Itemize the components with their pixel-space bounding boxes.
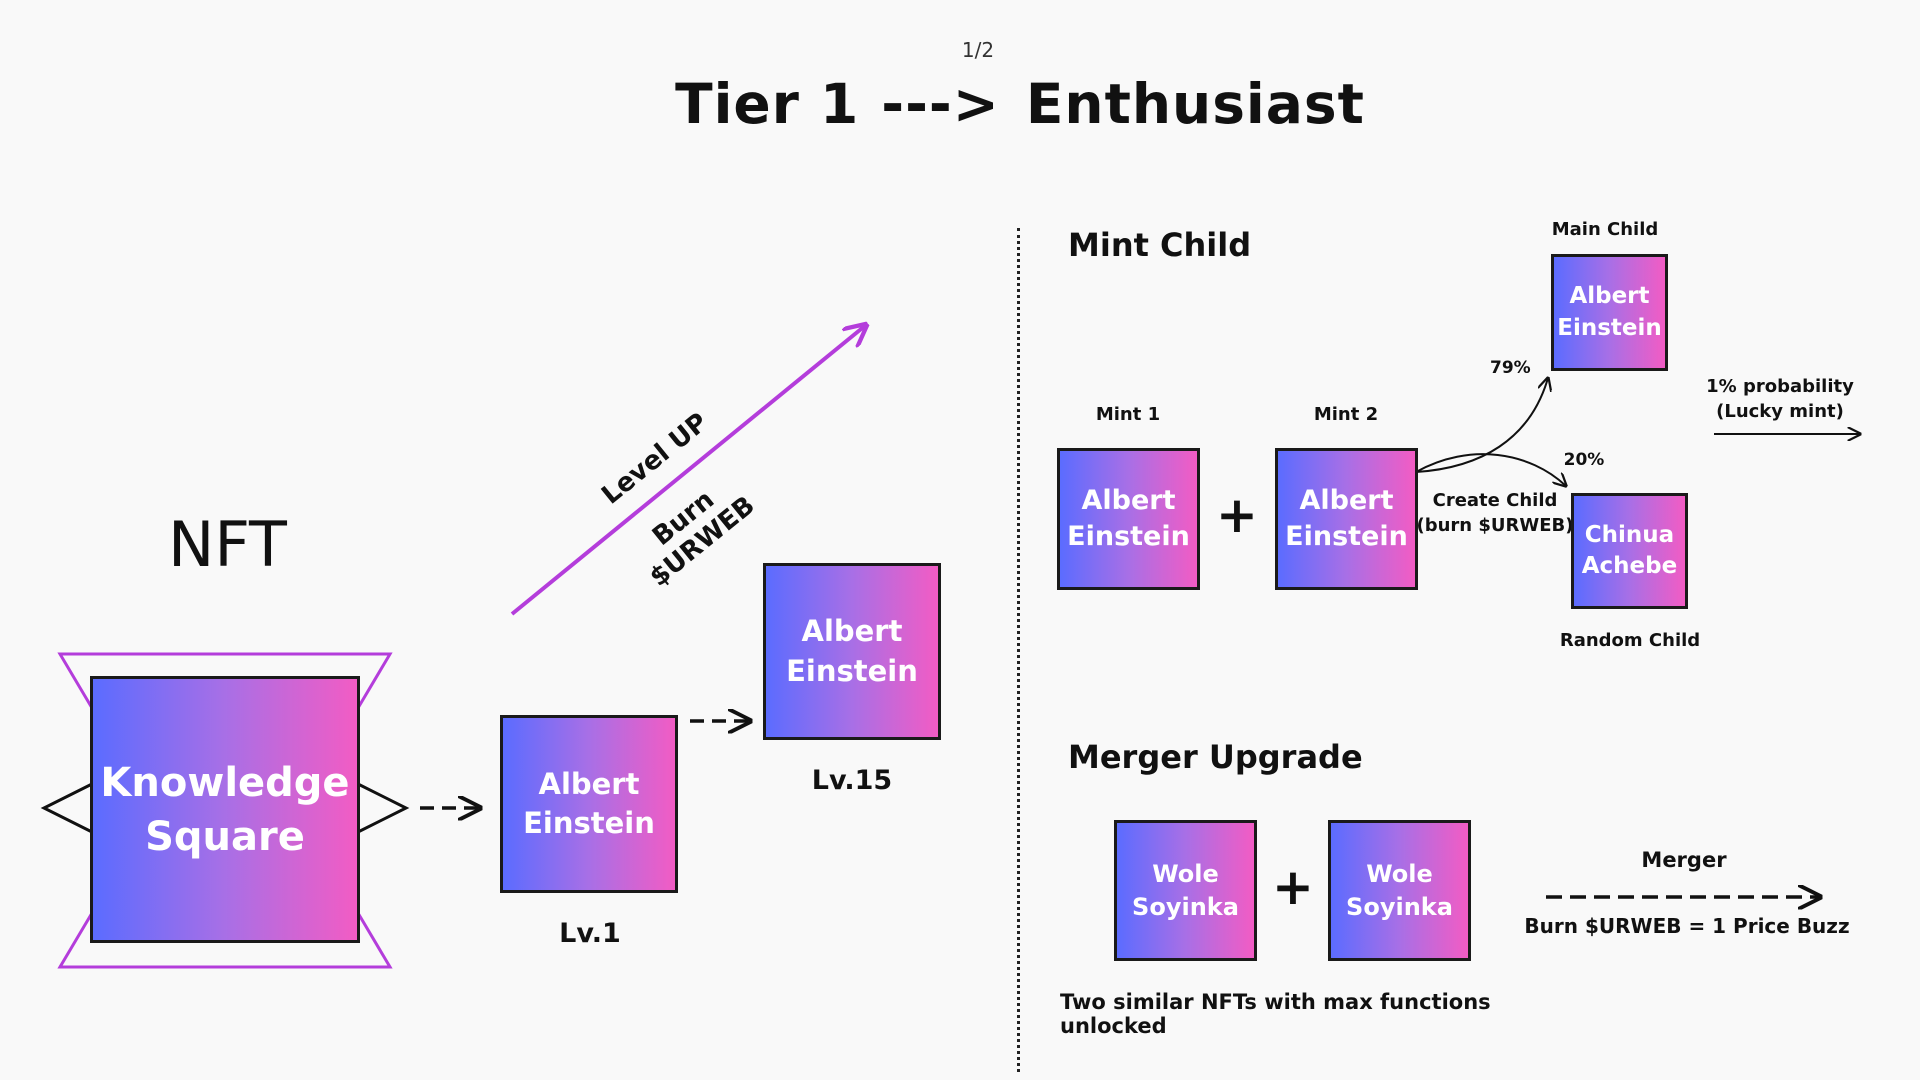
merger-burn-text: Burn $URWEB = 1 Price Buzz (1524, 914, 1850, 938)
box-line-1: Wole (1152, 860, 1219, 889)
merger-caption: Two similar NFTs with max functions unlo… (1060, 990, 1491, 1038)
lucky-line-2: (Lucky mint) (1716, 401, 1844, 423)
create-child-line-2: (burn $URWEB) (1416, 515, 1574, 537)
main-child-percent: 79% (1490, 358, 1531, 378)
box-line-2: Einstein (1067, 521, 1190, 552)
title-right: Enthusiast (1025, 72, 1365, 136)
merger-upgrade-title: Merger Upgrade (1068, 738, 1363, 776)
box-line-1: Knowledge (100, 759, 350, 806)
knowledge-frame (57, 652, 393, 969)
random-child-label: Random Child (1559, 630, 1701, 651)
curve-to-main-child (1415, 378, 1548, 473)
mint-plus-sign: + (1216, 486, 1258, 544)
create-child-line-1: Create Child (1432, 490, 1558, 511)
box-line-2: Einstein (786, 653, 918, 688)
merger-label: Merger (1641, 848, 1727, 872)
box-line-2: Achebe (1581, 553, 1678, 579)
box-line-2: Einstein (1285, 521, 1408, 552)
nft-label: NFT (168, 508, 287, 581)
box-line-2: Square (145, 813, 305, 860)
title-arrow: ---> (881, 72, 1000, 136)
box-line-1: Albert (1081, 484, 1176, 516)
box-line-1: Chinua (1584, 521, 1675, 548)
main-child-label: Main Child (1551, 219, 1659, 240)
merger-plus-sign: + (1272, 858, 1314, 916)
page-title: Tier 1 ---> Enthusiast (0, 72, 1920, 136)
create-child-label: Create Child (burn $URWEB) (1415, 488, 1575, 538)
title-left: Tier 1 (675, 72, 860, 136)
box-line-1: Wole (1366, 860, 1433, 889)
box-line-1: Albert (1569, 283, 1650, 310)
box-line-2: Einstein (1557, 314, 1662, 341)
box-line-1: Albert (538, 766, 640, 801)
lv15-label: Lv.15 (811, 765, 893, 796)
level-up-arrow (510, 325, 866, 616)
box-line-1: Albert (801, 614, 903, 649)
box-line-2: Einstein (523, 806, 655, 840)
lucky-line-1: 1% probability (1706, 376, 1854, 397)
knowledge-side-arrows (40, 782, 410, 834)
section-divider (1017, 228, 1020, 1072)
random-child-percent: 20% (1563, 450, 1605, 470)
box-line-1: Albert (1299, 484, 1394, 516)
box-line-2: Soyinka (1132, 892, 1239, 921)
curve-to-random-child (1415, 453, 1566, 486)
page-number: 1/2 (961, 38, 995, 62)
mint-child-title: Mint Child (1068, 226, 1252, 264)
lv1-label: Lv.1 (559, 918, 621, 949)
mint2-label: Mint 2 (1313, 404, 1379, 425)
lucky-mint-label: 1% probability (Lucky mint) (1700, 374, 1860, 424)
box-line-2: Soyinka (1346, 892, 1453, 921)
mint1-label: Mint 1 (1095, 404, 1161, 425)
